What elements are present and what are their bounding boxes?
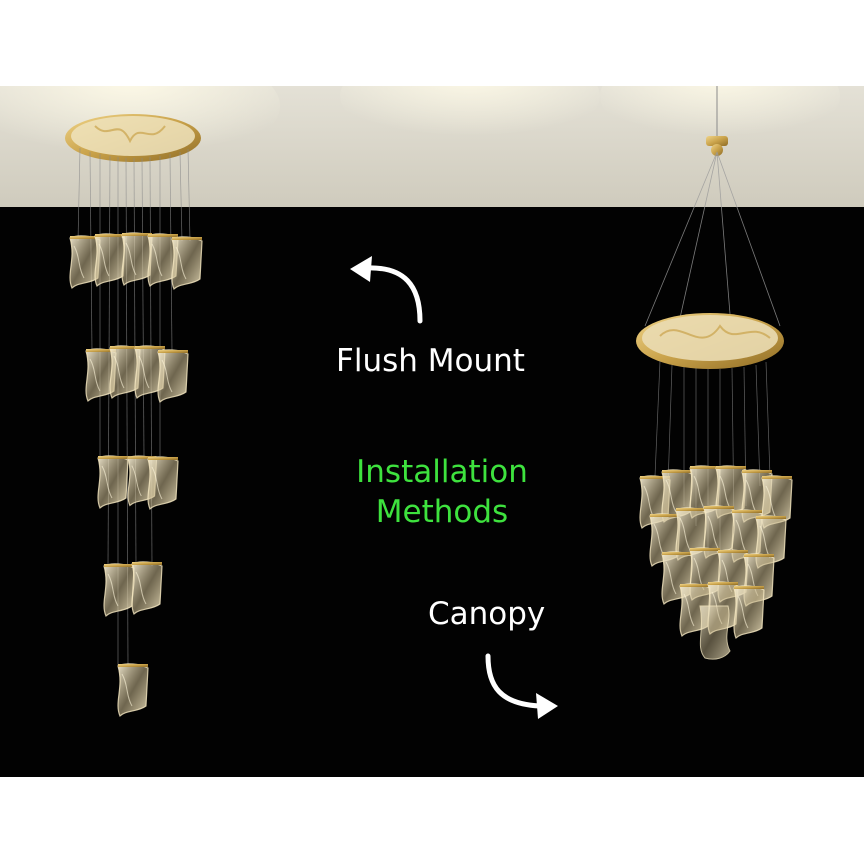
curved-arrow-down-right-icon bbox=[485, 653, 558, 719]
heading-line-2: Methods bbox=[375, 494, 509, 530]
flush-mount-label: Flush Mount bbox=[336, 343, 525, 379]
chandelier-photo bbox=[0, 86, 864, 777]
flush-mount-chandelier bbox=[65, 114, 203, 717]
heading-line-1: Installation bbox=[356, 454, 528, 490]
installation-methods-heading: Installation Methods bbox=[332, 452, 552, 532]
canopy-chandelier bbox=[636, 86, 793, 660]
curved-arrow-up-left-icon bbox=[350, 256, 423, 324]
canopy-label: Canopy bbox=[428, 596, 546, 632]
